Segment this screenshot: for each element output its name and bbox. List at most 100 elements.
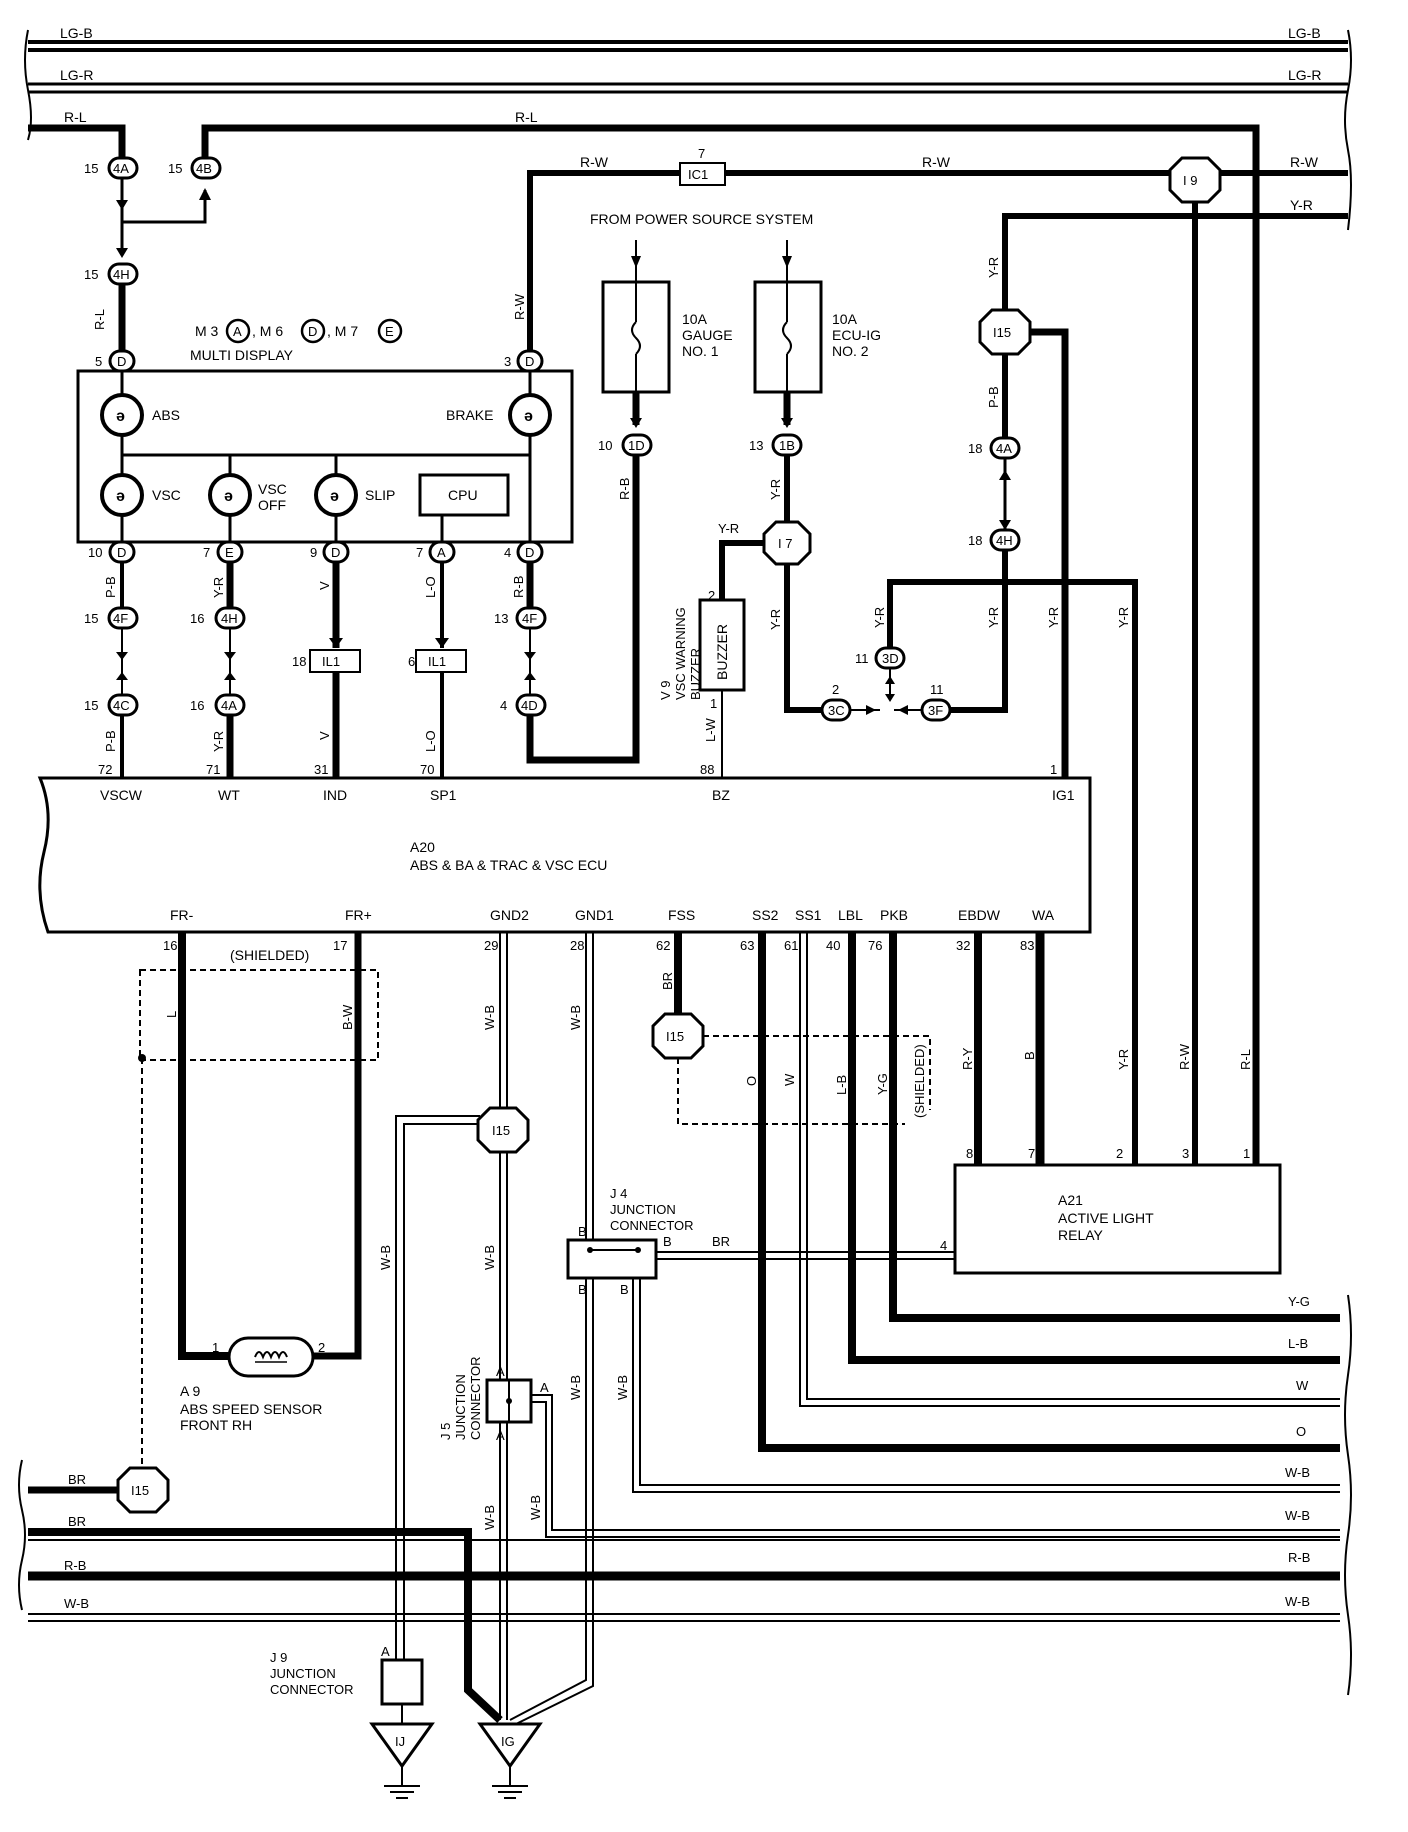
svg-text:W: W [1296,1378,1309,1393]
md-to-ecu-wires [107,562,1069,778]
svg-text:ə: ə [224,488,233,505]
fuse-name: GAUGE [682,327,733,343]
wire-label: B [1022,1051,1037,1060]
connector-label: 4H [221,611,238,626]
md-conn-e: E [385,324,394,339]
pin-number: 11 [930,682,944,697]
md-pin-d: D [331,545,340,560]
pin-number: 18 [968,533,982,548]
wire-label: Y-R [1290,197,1313,213]
wire-label: L-W [703,717,718,742]
connector-label: IL1 [428,654,446,669]
md-header: M 3 [195,323,219,339]
wire-label: W-B [528,1495,543,1520]
connector-label: 4A [113,161,129,176]
pin-number: 16 [190,698,204,713]
wire-label: Y-R [1116,607,1131,628]
pin-number: 2 [708,588,715,603]
wire-label: L-O [423,730,438,752]
pin-number: 15 [84,611,98,626]
wire-label: W-B [482,1505,497,1530]
wire-label: R-L [92,309,107,330]
pin-number: 15 [168,161,182,176]
pin-number: 15 [84,161,98,176]
wire-label: Y-R [718,521,739,536]
md-conn-d: D [308,324,317,339]
wire-label: P-B [103,730,118,752]
junction-j9 [380,1658,424,1724]
wire-label: Y-R [1116,1049,1131,1070]
wire-label: W-B [482,1005,497,1030]
connector-label: 3F [928,703,943,718]
yr-right-chain [978,308,1069,780]
svg-text:62: 62 [656,938,670,953]
pin-number: 2 [318,1340,325,1355]
svg-text:W-B: W-B [1285,1465,1310,1480]
wire-label: Y-R [872,607,887,628]
svg-text:FR-: FR- [170,907,194,923]
pin-number: 11 [855,651,869,666]
pin-number: 31 [314,762,328,777]
connector-label: 4D [521,698,538,713]
svg-text:GND1: GND1 [575,907,614,923]
pin-number: 18 [968,441,982,456]
wire-label: LG-R [1288,67,1321,83]
svg-text:WT: WT [218,787,240,803]
wire-label: LG-R [60,67,93,83]
connector-label: 4H [113,267,130,282]
pin-number: 7 [1028,1146,1035,1161]
buzzer-label: BUZZER [714,624,730,680]
j4-pin: B [620,1282,629,1297]
ecu-name: ABS & BA & TRAC & VSC ECU [410,857,607,873]
j5-pin: A [540,1380,549,1395]
svg-text:SS2: SS2 [752,907,779,923]
wire-label: R-L [515,109,538,125]
splice-i15-fss [651,1012,705,1060]
svg-text:63: 63 [740,938,754,953]
j5-pin: A [496,1428,505,1443]
wire-label: R-B [617,478,632,500]
sensor-id: A 9 [180,1383,200,1399]
j5-name: JUNCTION [453,1374,468,1440]
wire-label: Y-R [768,479,783,500]
svg-text:PKB: PKB [880,907,908,923]
svg-text:SS1: SS1 [795,907,822,923]
ecu-bottom-terminals: FR- FR+ GND2 GND1 FSS SS2 SS1 LBL PKB EB… [170,907,1055,923]
md-pin-d: D [525,354,534,369]
power-source-label: FROM POWER SOURCE SYSTEM [590,211,813,227]
ecu-top-terminals: VSCW WT IND SP1 BZ IG1 [100,787,1075,803]
j4-pin: B [663,1234,672,1249]
pin-number: 3 [1182,1146,1189,1161]
connector-label: 4A [996,441,1012,456]
connector-label: 4F [522,611,537,626]
j4-name: CONNECTOR [610,1218,694,1233]
junction-j4 [566,1238,1340,1493]
j4-id: J 4 [610,1186,627,1201]
buzzer-name: BUZZER [688,648,703,700]
md-pin-e: E [225,545,234,560]
md-lamps: ə ə ə ə ə [100,393,552,517]
wire-label: B-W [340,1004,355,1030]
wire-label: W-B [64,1596,89,1611]
md-pin-a: A [437,545,446,560]
junction-4A-4B [107,156,222,362]
wire-label: W-B [482,1245,497,1270]
pin-number: 70 [420,762,434,777]
pin-number: 2 [832,682,839,697]
pin-number: 10 [88,545,102,560]
wire-label: Y-R [986,607,1001,628]
svg-text:76: 76 [868,938,882,953]
svg-text:FSS: FSS [668,907,695,923]
wire-label: W-B [568,1005,583,1030]
connector-label: 4B [196,161,212,176]
svg-text:IG1: IG1 [1052,787,1075,803]
wire-label: Y-G [875,1073,890,1095]
pin-number: 16 [190,611,204,626]
pin-number: 4 [500,698,507,713]
fuse-gauge [601,240,671,428]
svg-text:ə: ə [524,408,533,425]
connector-label: 1B [779,438,795,453]
wire-label: R-L [64,109,87,125]
wire-label: Y-R [211,731,226,752]
md-conn-a: A [233,324,242,339]
